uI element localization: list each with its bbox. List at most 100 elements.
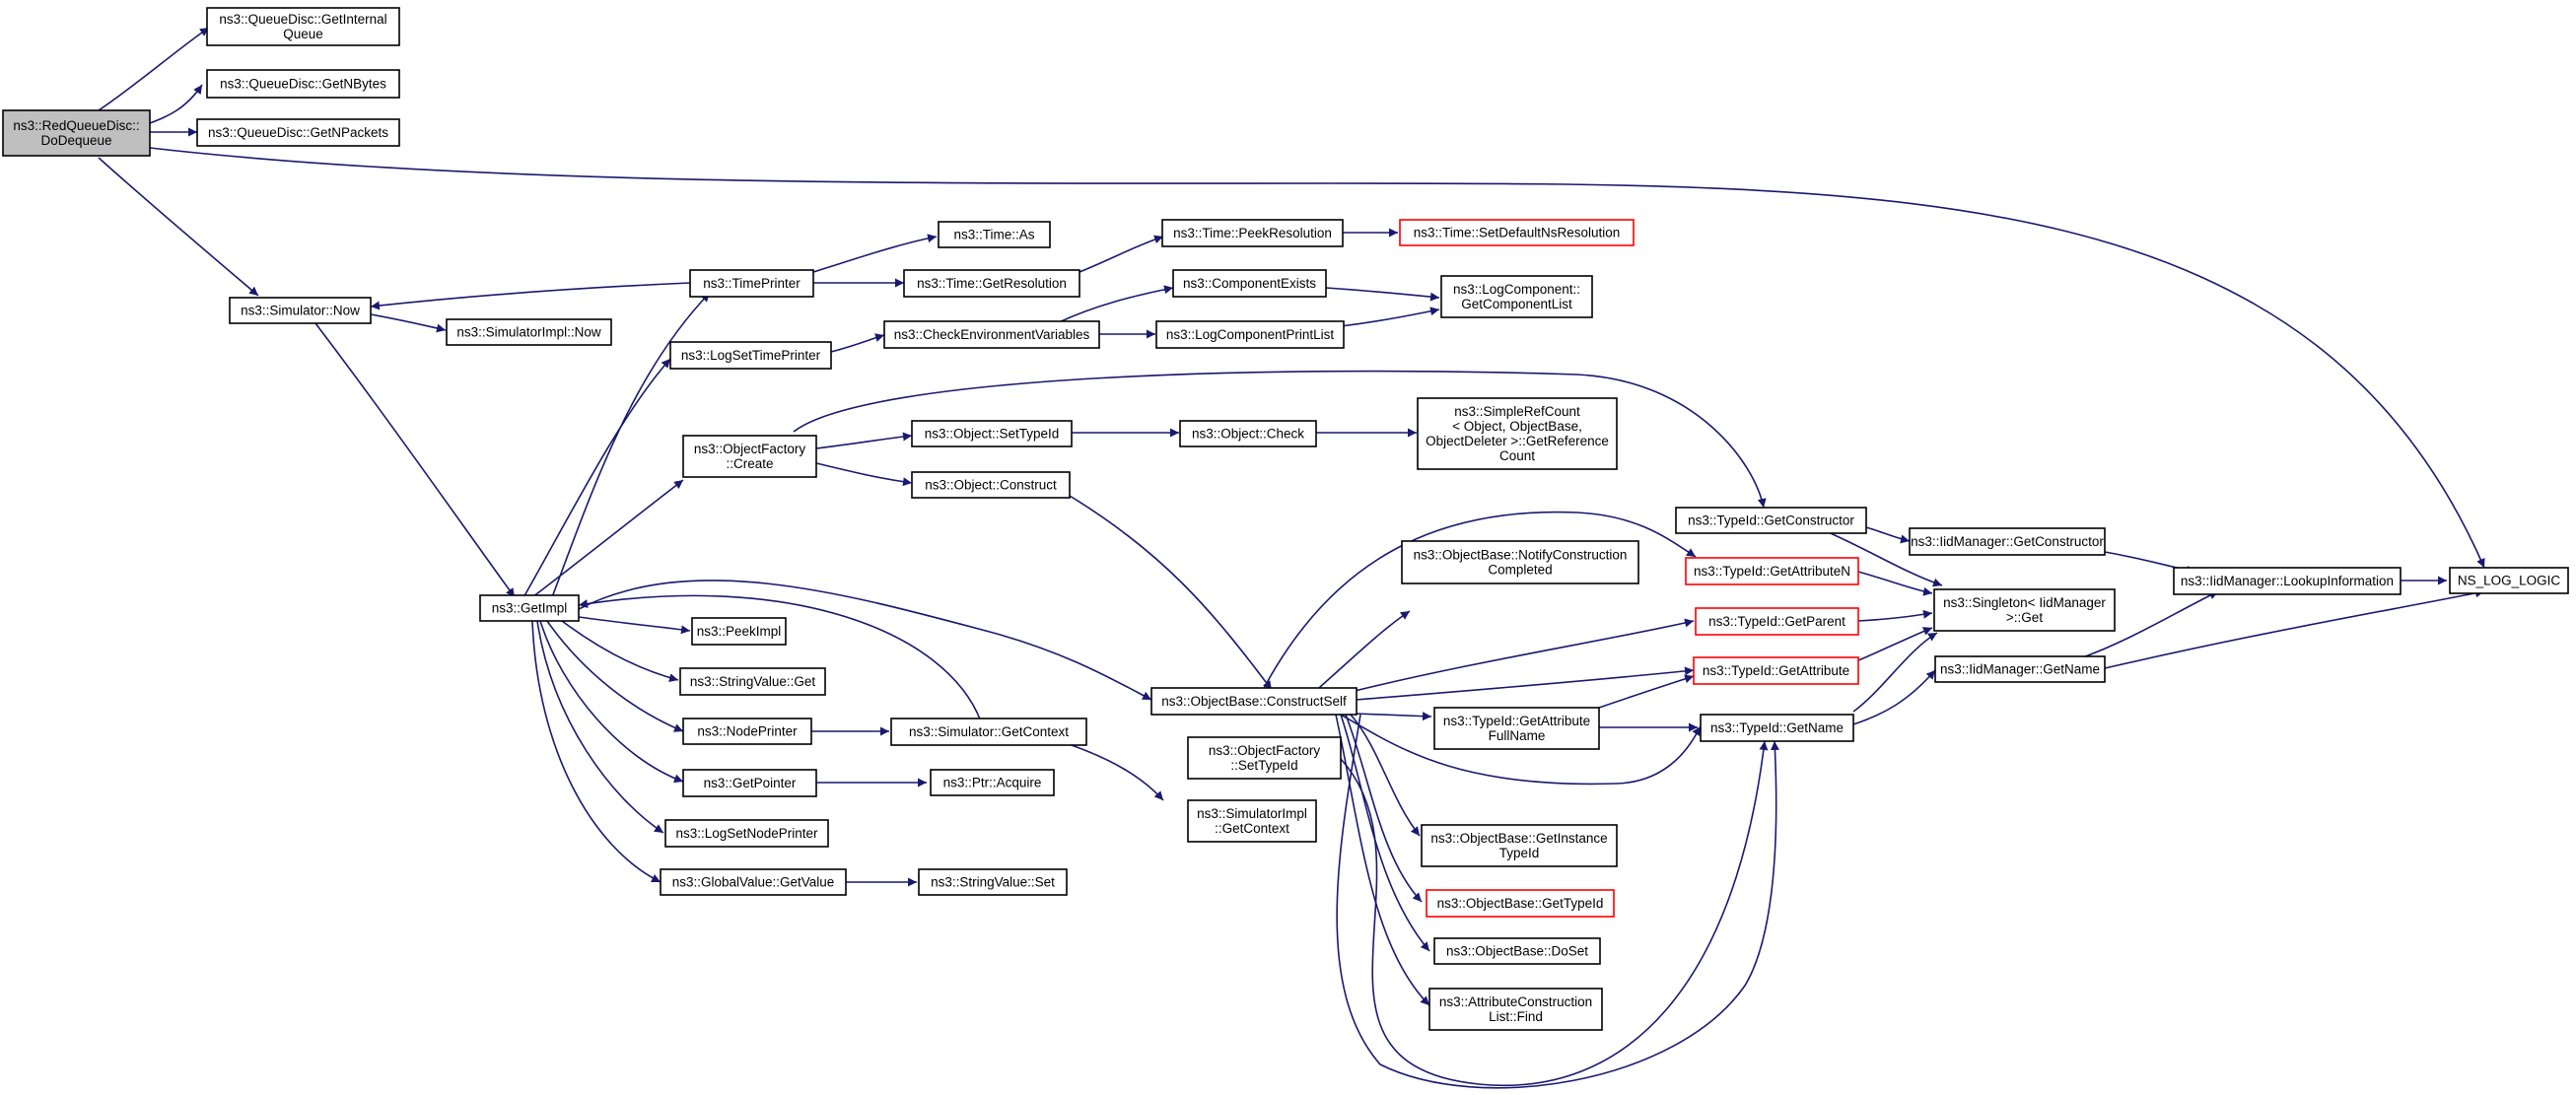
node-object-set-type-id[interactable]: ns3::Object::SetTypeId [911, 420, 1073, 447]
node-get-impl[interactable]: ns3::GetImpl [479, 594, 580, 622]
node-label: ns3::NodePrinter [697, 724, 798, 739]
edge-getimpl-nodeprinter [546, 620, 684, 732]
edge-constructself-getattributen [1261, 511, 1697, 693]
node-label: >::Get [2006, 610, 2043, 625]
node-type-id-get-name[interactable]: ns3::TypeId::GetName [1700, 714, 1854, 742]
node-log-set-node-printer[interactable]: ns3::LogSetNodePrinter [664, 819, 829, 848]
node-object-factory-set-type-id[interactable]: ns3::ObjectFactory::SetTypeId [1187, 736, 1342, 780]
node-log-component-print-list[interactable]: ns3::LogComponentPrintList [1155, 320, 1345, 349]
node-box [918, 868, 1068, 896]
edge-getimpl-peekimpl [578, 616, 691, 635]
node-box [903, 269, 1080, 298]
node-object-base-do-set[interactable]: ns3::ObjectBase::DoSet [1433, 937, 1601, 965]
node-label: ns3::ObjectBase::ConstructSelf [1161, 694, 1347, 709]
node-object-factory-create[interactable]: ns3::ObjectFactory::Create [682, 435, 817, 478]
node-label: DoDequeue [40, 133, 111, 148]
node-simulator-get-context[interactable]: ns3::Simulator::GetContext [890, 718, 1087, 746]
node-box [1421, 824, 1618, 867]
node-time-peek-resolution[interactable]: ns3::Time::PeekResolution [1161, 219, 1344, 247]
node-iid-manager-get-name[interactable]: ns3::IidManager::GetName [1934, 655, 2106, 683]
node-time-get-resolution[interactable]: ns3::Time::GetResolution [903, 269, 1080, 298]
node-red-queue-disc-do-dequeue[interactable]: ns3::RedQueueDisc::DoDequeue [2, 109, 151, 157]
edge-objectfactorysettypeid-typeidgetname [1340, 740, 1769, 1086]
node-label: ns3::Object::SetTypeId [925, 427, 1060, 442]
node-simple-ref-count-get-reference-count[interactable]: ns3::SimpleRefCount< Object, ObjectBase,… [1417, 397, 1618, 470]
node-box [883, 320, 1100, 349]
node-peek-impl[interactable]: ns3::PeekImpl [691, 617, 787, 646]
node-box [1934, 655, 2106, 683]
node-singleton-iid-manager-get[interactable]: ns3::Singleton< IidManager>::Get [1933, 588, 2116, 632]
node-iid-manager-get-constructor[interactable]: ns3::IidManager::GetConstructor [1909, 527, 2106, 556]
node-label: ::Create [726, 456, 773, 471]
node-label: ObjectDeleter >::GetReference [1426, 434, 1609, 448]
node-label: ns3::ComponentExists [1183, 276, 1316, 291]
edge-getparent-singletonget [1857, 609, 1933, 622]
node-global-value-get-value[interactable]: ns3::GlobalValue::GetValue [660, 868, 847, 896]
node-label: ns3::Time::GetResolution [917, 276, 1067, 291]
node-component-exists[interactable]: ns3::ComponentExists [1172, 269, 1327, 298]
node-type-id-get-attribute[interactable]: ns3::TypeId::GetAttribute [1693, 656, 1859, 685]
edge-constructself-getparent [1350, 618, 1695, 693]
node-box [206, 69, 400, 99]
node-label: ns3::TypeId::GetAttribute [1443, 714, 1590, 728]
node-box [1909, 527, 2106, 556]
edge-checkenv-componentexists [1056, 285, 1174, 324]
node-box [689, 269, 814, 298]
node-check-environment-variables[interactable]: ns3::CheckEnvironmentVariables [883, 320, 1100, 349]
node-box [1150, 687, 1358, 716]
node-label: ns3::ObjectBase::DoSet [1446, 944, 1588, 959]
node-ptr-acquire[interactable]: ns3::Ptr::Acquire [930, 769, 1055, 796]
node-box [1440, 275, 1593, 318]
edge-getattributen-singletonget [1857, 571, 1933, 596]
node-type-id-get-attribute-n[interactable]: ns3::TypeId::GetAttributeN [1685, 557, 1859, 585]
node-label: ns3::TypeId::GetConstructor [1688, 513, 1854, 528]
node-string-value-set[interactable]: ns3::StringValue::Set [918, 868, 1068, 896]
node-label: ns3::TypeId::GetName [1710, 720, 1844, 735]
node-ns-log-logic[interactable]: NS_LOG_LOGIC [2449, 567, 2569, 594]
edge-create-setobjecttypeid [815, 432, 913, 449]
node-simulator-impl-now[interactable]: ns3::SimulatorImpl::Now [446, 318, 612, 346]
node-box [930, 769, 1055, 796]
node-box [938, 221, 1051, 248]
node-label: ns3::ObjectBase::NotifyConstruction [1414, 548, 1628, 563]
node-time-set-default-ns-resolution[interactable]: ns3::Time::SetDefaultNsResolution [1399, 219, 1635, 246]
node-time-as[interactable]: ns3::Time::As [938, 221, 1051, 248]
node-iid-manager-lookup-information[interactable]: ns3::IidManager::LookupInformation [2173, 567, 2402, 595]
node-object-base-construct-self[interactable]: ns3::ObjectBase::ConstructSelf [1150, 687, 1358, 716]
node-queue-disc-get-npackets[interactable]: ns3::QueueDisc::GetNPackets [196, 118, 400, 147]
node-box [1401, 540, 1639, 584]
edge-objectconstruct-constructself [1064, 492, 1273, 691]
node-node-printer[interactable]: ns3::NodePrinter [682, 718, 812, 745]
edge-getimpl-stringvalueget [561, 620, 679, 683]
edge-dodequeue-getnbytes [149, 84, 203, 124]
node-object-base-notify-construction-completed[interactable]: ns3::ObjectBase::NotifyConstructionCompl… [1401, 540, 1639, 584]
edge-constructself-attributeconstructionfind [1335, 714, 1430, 1006]
node-label: ns3::TypeId::GetAttributeN [1694, 564, 1850, 579]
node-type-id-get-parent[interactable]: ns3::TypeId::GetParent [1695, 607, 1859, 636]
node-get-pointer[interactable]: ns3::GetPointer [682, 769, 817, 797]
edge-constructself-typeidgetname [1340, 714, 1702, 786]
node-time-printer[interactable]: ns3::TimePrinter [689, 269, 814, 298]
node-object-construct[interactable]: ns3::Object::Construct [911, 471, 1071, 499]
edge-iidgetname-lookupinformation [2079, 590, 2219, 659]
node-object-base-get-type-id[interactable]: ns3::ObjectBase::GetTypeId [1426, 889, 1615, 918]
node-log-component-get-component-list[interactable]: ns3::LogComponent::GetComponentList [1440, 275, 1593, 318]
node-simulator-now[interactable]: ns3::Simulator::Now [229, 297, 372, 324]
node-label: ns3::TimePrinter [703, 276, 801, 291]
node-queue-disc-get-nbytes[interactable]: ns3::QueueDisc::GetNBytes [206, 69, 400, 99]
node-label: ns3::Object::Check [1192, 427, 1304, 442]
node-box [1155, 320, 1345, 349]
node-log-set-time-printer[interactable]: ns3::LogSetTimePrinter [669, 341, 832, 370]
node-type-id-get-constructor[interactable]: ns3::TypeId::GetConstructor [1675, 507, 1867, 534]
node-simulator-impl-get-context[interactable]: ns3::SimulatorImpl::GetContext [1187, 799, 1317, 843]
node-object-check[interactable]: ns3::Object::Check [1179, 420, 1317, 447]
node-label: ns3::SimpleRefCount [1454, 404, 1580, 419]
edge-dodequeue-getinternalqueue [98, 27, 210, 111]
node-label: NS_LOG_LOGIC [2458, 574, 2561, 588]
node-label: ns3::LogSetTimePrinter [681, 348, 821, 363]
node-string-value-get[interactable]: ns3::StringValue::Get [679, 667, 826, 696]
